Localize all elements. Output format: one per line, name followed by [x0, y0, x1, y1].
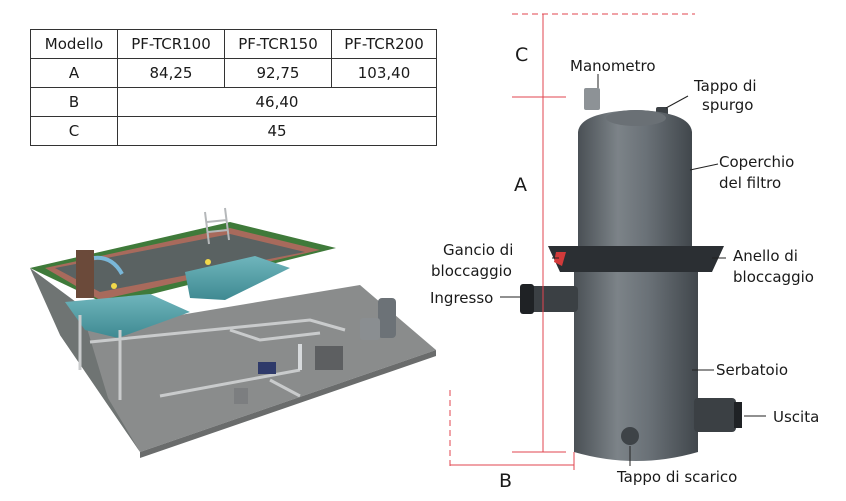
pool-light — [205, 259, 211, 265]
table-row: A 84,25 92,75 103,40 — [30, 58, 437, 88]
pool-ladder — [204, 207, 230, 245]
outlet-part — [694, 398, 736, 432]
waterfall-feature — [76, 250, 94, 298]
header-cell: Modello — [30, 29, 118, 59]
leader-line — [689, 163, 719, 171]
label-serbatoio: Serbatoio — [716, 361, 789, 379]
pump-unit — [360, 318, 380, 340]
label-manometro: Manometro — [570, 57, 656, 75]
table-cell: 103,40 — [331, 58, 437, 88]
leader-line — [665, 95, 689, 109]
header-cell: PF-TCR100 — [117, 29, 225, 59]
small-filter-unit — [378, 298, 396, 338]
label-anello-1: Anello di — [733, 247, 798, 265]
left-wall — [30, 268, 140, 452]
drain-plug-part — [621, 427, 639, 445]
leader-lines — [500, 74, 766, 466]
inlet-union — [520, 284, 534, 314]
dimension-label-a: A — [514, 174, 527, 196]
control-box — [258, 362, 276, 374]
pool-light — [111, 283, 117, 289]
label-gancio-2: bloccaggio — [431, 262, 512, 280]
label-coperchio-2: del filtro — [719, 174, 782, 192]
dimension-label-c: C — [515, 44, 529, 66]
header-cell: PF-TCR200 — [331, 29, 437, 59]
pipe-valve — [298, 344, 302, 370]
pool-water-shallow — [65, 294, 190, 338]
dimensions-table: Modello PF-TCR100 PF-TCR150 PF-TCR200 A … — [30, 29, 437, 146]
pool-inner — [55, 234, 305, 292]
table-header-row: Modello PF-TCR100 PF-TCR150 PF-TCR200 — [30, 29, 437, 59]
table-cell: C — [30, 116, 118, 146]
floor-edge — [140, 350, 436, 458]
label-tappo-spurgo-2: spurgo — [702, 96, 754, 114]
inlet-part — [528, 286, 578, 312]
floor-slab — [60, 285, 436, 452]
dimension-label-b: B — [499, 470, 513, 492]
table-cell: 84,25 — [117, 58, 225, 88]
heat-exchanger — [315, 346, 343, 370]
label-tappo-scarico: Tappo di scarico — [617, 468, 738, 486]
filter-lid-part — [578, 110, 692, 246]
pool-water-deep — [185, 256, 290, 300]
chemical-tank — [234, 388, 248, 404]
label-ingresso: Ingresso — [430, 289, 494, 307]
plumbing-pipes — [78, 315, 346, 400]
pressure-gauge-part — [584, 88, 600, 110]
label-coperchio-1: Coperchio — [719, 153, 795, 171]
table-cell: 92,75 — [224, 58, 332, 88]
label-gancio-1: Gancio di — [443, 241, 514, 259]
label-uscita: Uscita — [773, 408, 820, 426]
water-jet — [93, 255, 124, 276]
pool-installation-illustration — [30, 207, 436, 458]
locking-hook-part — [554, 252, 566, 266]
filter-tank-part — [574, 272, 698, 461]
dimension-lines — [449, 13, 695, 470]
table-row: C 45 — [30, 116, 437, 146]
label-tappo-spurgo-1: Tappo di — [694, 77, 757, 95]
table-cell: 45 — [117, 116, 437, 146]
plumbing-pipes — [159, 368, 301, 398]
label-anello-2: bloccaggio — [733, 268, 814, 286]
filter-lid-top — [606, 110, 666, 126]
locking-ring-part — [548, 246, 724, 272]
outlet-union — [734, 402, 742, 428]
table-row: B 46,40 — [30, 87, 437, 117]
cartridge-filter — [520, 88, 742, 461]
